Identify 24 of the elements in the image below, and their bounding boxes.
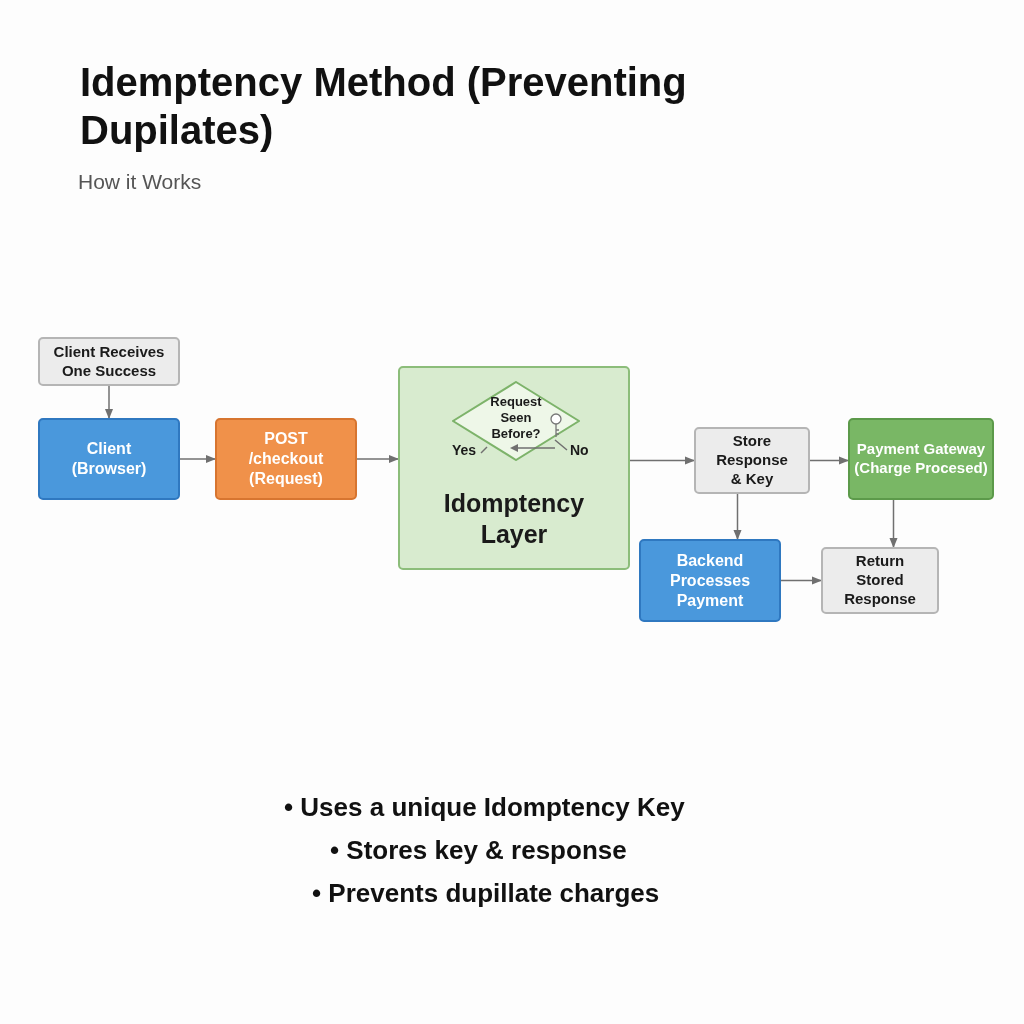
layer-title: Idomptency Layer [442,487,586,550]
process-box: Return Stored Response [821,547,939,614]
branch-label: No [570,442,589,458]
title: Idemptency Method (Preventing Dupilates) [80,59,688,154]
bullet-point: • Stores key & response [330,835,627,866]
arrow [780,576,823,585]
arrow [104,385,114,420]
subtitle: How it Works [78,170,202,194]
bullet-point: • Uses a unique Idomptency Key [284,792,685,823]
branch-label: Yes [452,442,477,458]
arrow [629,456,696,465]
arrow [179,454,217,464]
process-box: Backend Processes Payment [639,539,781,622]
arrow [733,493,742,541]
process-box: Payment Gateway (Charge Procesed) [848,418,994,500]
process-box: Client (Browser) [38,418,180,500]
arrow [809,456,850,465]
arrow [356,454,400,464]
layer-box [398,366,630,570]
process-box: Client Receives One Success [38,337,180,386]
bullet-point: • Prevents dupillate charges [312,878,660,909]
process-box: POST /checkout (Request) [215,418,357,500]
process-box: Store Response & Key [694,427,810,494]
arrow [889,499,898,549]
